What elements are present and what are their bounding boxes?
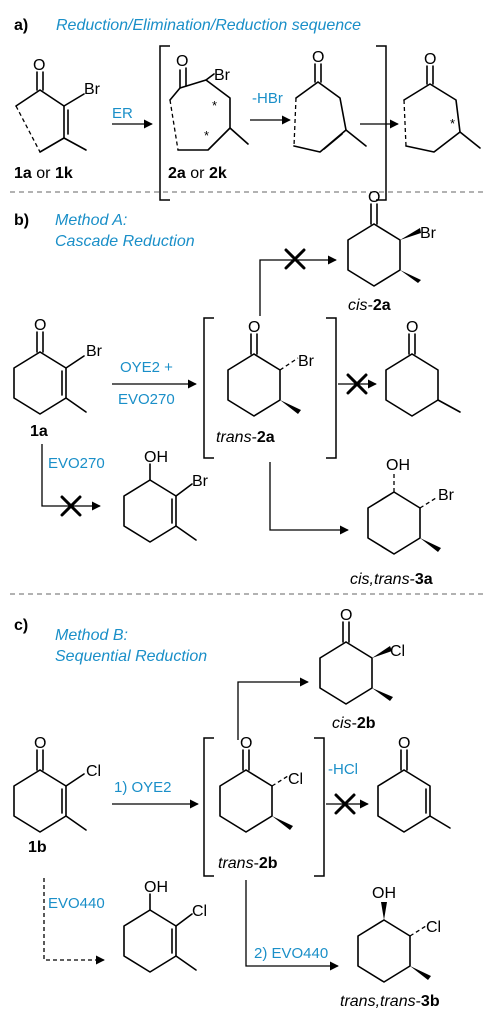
section-a-title: Reduction/Elimination/Reduction sequence	[56, 17, 361, 34]
atom-oh: OH	[144, 879, 168, 896]
section-b-tag: b)	[14, 212, 29, 229]
label-cis-2b: cis-2b	[332, 715, 376, 732]
atom-br: Br	[192, 473, 209, 490]
label-2a-2k: 2a or 2k	[168, 165, 227, 182]
molecule-trans-2a: O Br	[227, 319, 315, 417]
arrow-evo440-dashed	[43, 878, 105, 965]
molecule-trans-2b: O Cl	[219, 735, 303, 833]
molecule-bromo-alcohol: OH Br	[123, 449, 209, 543]
atom-o: O	[424, 51, 436, 68]
atom-cl: Cl	[288, 771, 303, 788]
arrow-to-3b	[245, 880, 339, 971]
atom-o: O	[33, 57, 45, 74]
molecule-1a: O Br	[13, 317, 103, 415]
stereo-star-2: *	[204, 128, 209, 143]
atom-cl: Cl	[86, 763, 101, 780]
label-1b: 1b	[28, 839, 47, 856]
reagent-hbr: -HBr	[252, 90, 283, 107]
reagent-evo270-2: EVO270	[48, 455, 105, 472]
label-cis-2a: cis-2a	[348, 297, 391, 314]
arrow-to-3a	[269, 462, 349, 535]
reagent-evo270: EVO270	[118, 391, 175, 408]
molecule-cis-2a: O Br	[347, 189, 437, 287]
atom-br: Br	[298, 353, 315, 370]
bracket-open	[203, 737, 214, 877]
atom-o: O	[240, 735, 252, 752]
reagent-hcl: -HCl	[328, 761, 358, 778]
atom-br: Br	[84, 81, 101, 98]
molecule-1b: O Cl	[13, 735, 101, 833]
atom-br: Br	[420, 225, 437, 242]
bracket-open	[203, 317, 214, 459]
atom-oh: OH	[386, 457, 410, 474]
atom-cl: Cl	[192, 903, 207, 920]
reagent-evo440-2: 2) EVO440	[254, 945, 328, 962]
cross-icon	[346, 373, 368, 395]
molecule-enone-a: O	[293, 49, 367, 153]
atom-o: O	[312, 49, 324, 66]
molecule-methylcyclohexanone: O	[385, 319, 461, 417]
molecule-product-a: O *	[403, 51, 481, 153]
bracket-open	[159, 45, 170, 201]
atom-br: Br	[438, 487, 455, 504]
section-c-title-1: Method B:	[55, 627, 128, 644]
label-trans-2a: trans-2a	[216, 429, 275, 446]
molecule-1a-1k: O Br	[15, 57, 101, 153]
atom-o: O	[248, 319, 260, 336]
section-b-title-2: Cascade Reduction	[55, 233, 195, 250]
label-trans-trans-3b: trans,trans-3b	[340, 993, 440, 1010]
arrow-to-cis-2b	[237, 677, 309, 740]
section-a-tag: a)	[14, 17, 28, 34]
arrow-evo270	[41, 444, 101, 511]
stereo-star: *	[450, 116, 455, 131]
reagent-oye2: 1) OYE2	[114, 779, 172, 796]
label-1a: 1a	[30, 423, 48, 440]
atom-br: Br	[214, 67, 231, 84]
stereo-star-1: *	[212, 98, 217, 113]
atom-cl: Cl	[426, 919, 441, 936]
arrow-to-cis-2a	[259, 255, 337, 316]
atom-o: O	[34, 735, 46, 752]
molecule-2a-2k: O Br * *	[169, 53, 249, 151]
molecule-methylcyclohexenone: O	[377, 735, 451, 833]
cross-icon	[284, 248, 306, 270]
label-cis-trans-3a: cis,trans-3a	[350, 571, 433, 588]
molecule-chloro-alcohol: OH Cl	[123, 879, 207, 973]
atom-o: O	[340, 607, 352, 624]
section-c-tag: c)	[14, 617, 28, 634]
bracket-close	[376, 45, 387, 201]
reagent-oye2: OYE2 +	[120, 359, 173, 376]
section-c-title-2: Sequential Reduction	[55, 648, 207, 665]
atom-br: Br	[86, 343, 103, 360]
cross-icon	[60, 495, 82, 517]
label-1a-1k: 1a or 1k	[14, 165, 73, 182]
atom-o: O	[368, 189, 380, 206]
atom-o: O	[406, 319, 418, 336]
atom-o: O	[398, 735, 410, 752]
molecule-trans-trans-3b: OH Cl	[357, 885, 441, 983]
reagent-evo440: EVO440	[48, 895, 105, 912]
atom-oh: OH	[372, 885, 396, 902]
bracket-close	[314, 737, 325, 877]
section-b-title-1: Method A:	[55, 212, 127, 229]
molecule-cis-2b: O Cl	[319, 607, 405, 705]
bracket-close	[326, 317, 337, 459]
atom-o: O	[176, 53, 188, 70]
atom-cl: Cl	[390, 643, 405, 660]
molecule-cis-trans-3a: OH Br	[367, 457, 455, 555]
atom-oh: OH	[144, 449, 168, 466]
cross-icon	[334, 793, 356, 815]
reagent-er: ER	[112, 105, 133, 122]
atom-o: O	[34, 317, 46, 334]
label-trans-2b: trans-2b	[218, 855, 278, 872]
